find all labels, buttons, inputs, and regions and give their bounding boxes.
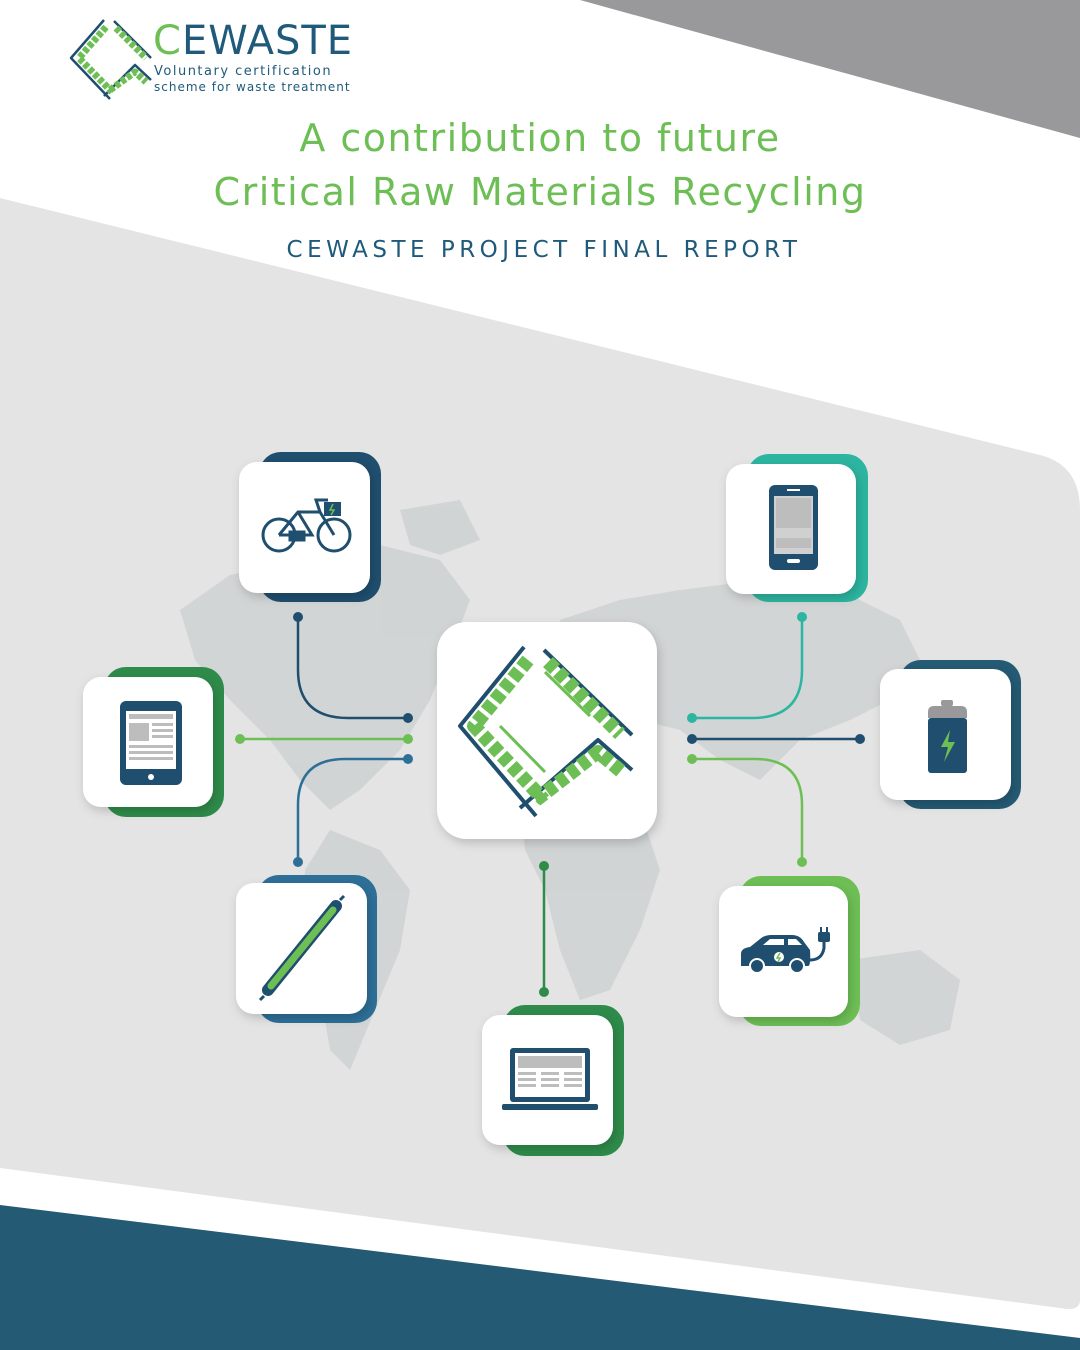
footer-navy-band <box>0 1205 1080 1350</box>
brand-tagline-line2: scheme for waste treatment <box>154 80 351 94</box>
brand-wordmark: CEWASTE <box>153 18 353 64</box>
ebike-icon <box>261 498 352 553</box>
tablet-card <box>83 667 224 817</box>
top-right-gray-band <box>580 0 1080 138</box>
brand-wordmark-first: C <box>153 18 182 64</box>
ebike-card <box>239 452 381 602</box>
fluorescent-lamp-icon <box>258 894 346 1002</box>
brand-wordmark-rest: EWASTE <box>181 18 354 64</box>
laptop-card <box>482 1005 624 1156</box>
battery-icon <box>928 700 967 773</box>
title-line-1: A contribution to future <box>299 116 781 160</box>
title-line-2: Critical Raw Materials Recycling <box>213 170 867 214</box>
electric-car-icon <box>741 927 830 974</box>
cewaste-emblem-icon <box>458 645 634 818</box>
electric-car-card <box>719 876 860 1026</box>
connector-dots <box>235 612 865 997</box>
central-logo-card <box>437 622 657 839</box>
report-subtitle: CEWASTE PROJECT FINAL REPORT <box>286 237 802 263</box>
smartphone-card <box>726 454 868 602</box>
fluorescent-lamp-card <box>236 875 377 1023</box>
connector-lines <box>240 617 860 992</box>
cewaste-logo-icon <box>69 19 152 100</box>
battery-card <box>880 660 1021 809</box>
laptop-icon <box>502 1048 598 1110</box>
tablet-icon <box>120 701 182 785</box>
brand-tagline-line1: Voluntary certification <box>154 64 333 79</box>
smartphone-icon <box>769 485 818 570</box>
